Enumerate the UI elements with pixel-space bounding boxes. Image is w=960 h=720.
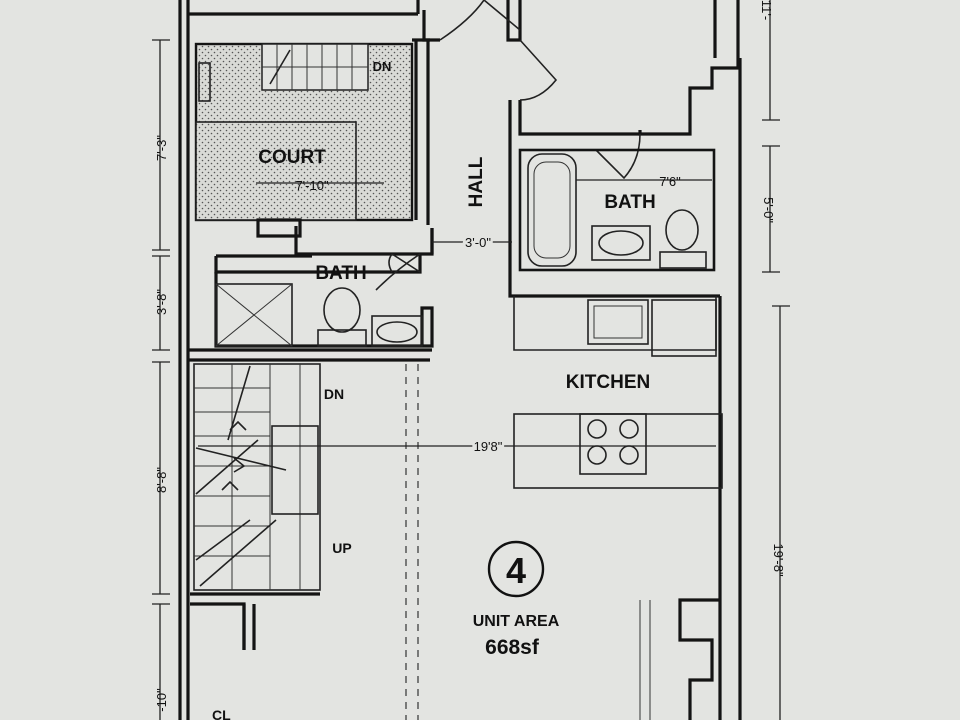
room-labels: COURT HALL BATH BATH KITCHEN DN DN UP CL (212, 59, 656, 720)
label-stair-up: UP (332, 540, 351, 556)
upper-bath (518, 148, 716, 272)
label-closet: CL (212, 707, 231, 720)
dim-right-top: 11'- (759, 0, 774, 20)
kitchen (513, 296, 723, 489)
dim-left-1: 7'-3" (154, 135, 169, 161)
dimension-labels: 7'-3" 3'-8" 8'-8" -10" 11'- 5'-0" 19'-8"… (154, 0, 786, 712)
dim-left-2: 3'-8" (154, 289, 169, 315)
dim-right-low: 19'-8" (771, 543, 786, 577)
label-stair-dn-upper: DN (373, 59, 392, 74)
unit-area-value: 668sf (485, 636, 540, 659)
dim-left-4: -10" (154, 688, 169, 712)
label-stair-dn: DN (324, 386, 344, 402)
label-kitchen: KITCHEN (566, 372, 650, 393)
court-stair (261, 43, 369, 91)
label-bath-upper: BATH (604, 192, 655, 213)
walls (178, 0, 742, 720)
label-hall: HALL (466, 156, 487, 207)
dimension-lines (152, 0, 790, 720)
unit-marker: 4 UNIT AREA 668sf (473, 540, 560, 659)
unit-area-label: UNIT AREA (473, 613, 560, 630)
dim-unit-width: 19'8" (474, 439, 503, 454)
dim-right-mid: 5'-0" (761, 197, 776, 223)
lower-bath (215, 283, 423, 347)
label-court: COURT (258, 147, 326, 168)
dashed-lines (405, 364, 651, 720)
dim-court-width: 7'-10" (295, 178, 329, 193)
dim-left-3: 8'-8" (154, 467, 169, 493)
dim-hall-width: 3'-0" (465, 235, 491, 250)
main-stair (193, 363, 321, 591)
label-bath-lower: BATH (315, 263, 366, 284)
doors (375, 0, 641, 291)
unit-number: 4 (506, 550, 526, 591)
dim-bath-width: 7'6" (659, 174, 681, 189)
